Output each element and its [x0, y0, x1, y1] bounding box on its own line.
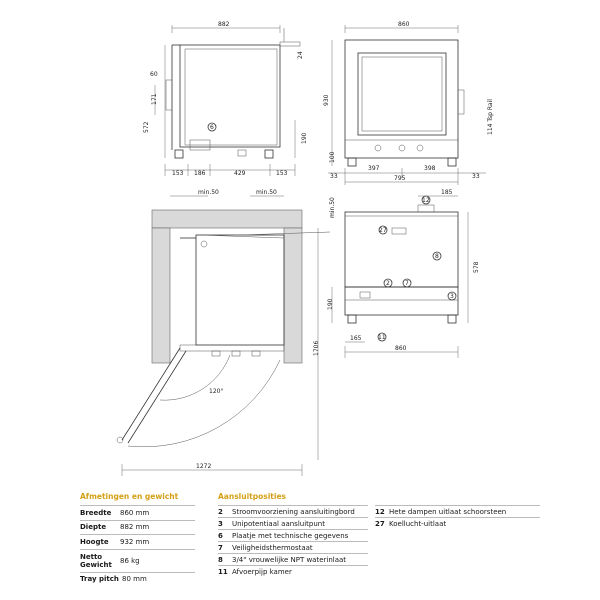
callout-7: 7: [405, 280, 409, 287]
dim-back-height: 578: [473, 261, 480, 273]
front-view: 860 930 100 114 Tsp Rail 33 397 398 33 7…: [323, 21, 494, 185]
connection-label: Afvoerpijp kamer: [232, 567, 292, 576]
connection-label: Koellucht-uitlaat: [389, 519, 447, 528]
spec-value: 860 mm: [120, 508, 150, 517]
side-view: 882 6 572 171 60 24 190 153 186 429 153: [143, 21, 308, 177]
connection-num: 11: [218, 567, 228, 576]
callout-3: 3: [450, 293, 454, 300]
connection-row: 3 Unipotentiaal aansluitpunt: [218, 517, 368, 529]
connection-row: 6 Plaatje met technische gegevens: [218, 529, 368, 541]
dim-front-b1: 33: [330, 173, 338, 180]
connection-num: 8: [218, 555, 223, 564]
spec-value: 882 mm: [120, 523, 150, 532]
spec-value: 80 mm: [122, 575, 147, 584]
connection-num: 2: [218, 507, 223, 516]
connection-row: 11 Afvoerpijp kamer: [218, 565, 368, 577]
dim-plan-clear-top: min.50: [329, 197, 336, 218]
plan-view: min.50 min.50 min.50 120° 1706 1272: [116, 189, 336, 476]
dim-side-right: 190: [301, 132, 308, 144]
callout-6: 6: [210, 124, 214, 131]
dim-side-b3: 429: [234, 170, 246, 177]
dim-front-bottom: 100: [329, 151, 336, 163]
dim-plan-door-angle: 120°: [209, 388, 223, 395]
connection-row: 2 Stroomvoorziening aansluitingbord: [218, 505, 368, 517]
spec-value: 86 kg: [120, 556, 140, 565]
callout-27: 27: [379, 227, 387, 234]
dim-side-width: 882: [218, 21, 230, 28]
dim-back-left: 190: [327, 298, 334, 310]
dim-side-top: 60: [150, 71, 158, 78]
spec-row: Breedte 860 mm: [80, 505, 195, 520]
spec-tables: Afmetingen en gewicht Breedte 860 mm Diep…: [80, 492, 540, 592]
dim-side-right-top: 24: [297, 51, 304, 59]
callout-12: 12: [422, 197, 430, 204]
callout-8: 8: [435, 253, 439, 260]
specs-title: Afmetingen en gewicht: [80, 492, 179, 501]
spec-key: Tray pitch: [80, 575, 119, 584]
dim-back-width: 860: [395, 345, 407, 352]
dim-side-b4: 153: [276, 170, 288, 177]
callout-11: 11: [378, 334, 386, 341]
dim-plan-depth: 1706: [313, 341, 320, 356]
connection-label: Plaatje met technische gegevens: [232, 531, 349, 540]
dim-back-top: 185: [441, 189, 453, 196]
back-callouts: 12 27 8 2 7 3 11: [377, 195, 457, 342]
dim-front-b2: 397: [368, 165, 380, 172]
spec-key: Netto Gewicht: [80, 552, 112, 569]
dim-front-rail: 114 Tsp Rail: [487, 99, 494, 135]
specs-column: Afmetingen en gewicht Breedte 860 mm Diep…: [80, 492, 195, 586]
dim-back-bottom-left: 165: [350, 335, 362, 342]
dim-plan-clear-left: min.50: [198, 189, 219, 196]
dim-side-height: 572: [143, 121, 150, 133]
connection-label: Stroomvoorziening aansluitingbord: [232, 507, 355, 516]
connection-row: 27 Koellucht-uitlaat: [375, 517, 540, 529]
connection-num: 6: [218, 531, 223, 540]
connections-column-b: 12 Hete dampen uitlaat schoorsteen 27 Koel…: [375, 505, 540, 529]
spec-row: Hoogte 932 mm: [80, 534, 195, 549]
connection-num: 7: [218, 543, 223, 552]
connection-row: 12 Hete dampen uitlaat schoorsteen: [375, 505, 540, 517]
dim-side-b1: 153: [172, 170, 184, 177]
dim-front-total: 795: [394, 175, 406, 182]
connection-label: Unipotentiaal aansluitpunt: [232, 519, 325, 528]
spec-row: Diepte 882 mm: [80, 519, 195, 535]
open-door: [116, 347, 187, 444]
connection-row: 8 3/4" vrouwelijke NPT waterinlaat: [218, 553, 368, 565]
dim-front-b4: 33: [472, 173, 480, 180]
dim-front-height: 930: [323, 94, 330, 106]
connection-num: 27: [375, 519, 385, 528]
spec-value: 932 mm: [120, 537, 150, 546]
connection-row: 7 Veiligheidsthermostaat: [218, 541, 368, 553]
dim-side-upper: 171: [151, 93, 158, 105]
dim-plan-clear-right: min.50: [256, 189, 277, 196]
connection-num: 12: [375, 507, 385, 516]
spec-key: Diepte: [80, 523, 107, 532]
dim-front-b3: 398: [424, 165, 436, 172]
dim-front-width: 860: [398, 21, 410, 28]
spec-key: Breedte: [80, 508, 112, 517]
dim-side-b2: 186: [194, 170, 206, 177]
dim-plan-width: 1272: [196, 463, 211, 470]
connections-title: Aansluitposities: [218, 492, 286, 501]
technical-drawing: 882 6 572 171 60 24 190 153 186 429 153: [116, 21, 494, 476]
callout-2: 2: [386, 280, 390, 287]
back-view: 185 12 27 8 2 7 3 11 578 190: [327, 189, 480, 358]
spec-row: Netto Gewicht 86 kg: [80, 548, 195, 572]
connection-label: Veiligheidsthermostaat: [232, 543, 313, 552]
connection-num: 3: [218, 519, 223, 528]
connections-column-a: Aansluitposities 2 Stroomvoorziening aans…: [218, 492, 368, 577]
connection-label: 3/4" vrouwelijke NPT waterinlaat: [232, 555, 347, 564]
spec-key: Hoogte: [80, 537, 109, 546]
connection-label: Hete dampen uitlaat schoorsteen: [389, 507, 507, 516]
